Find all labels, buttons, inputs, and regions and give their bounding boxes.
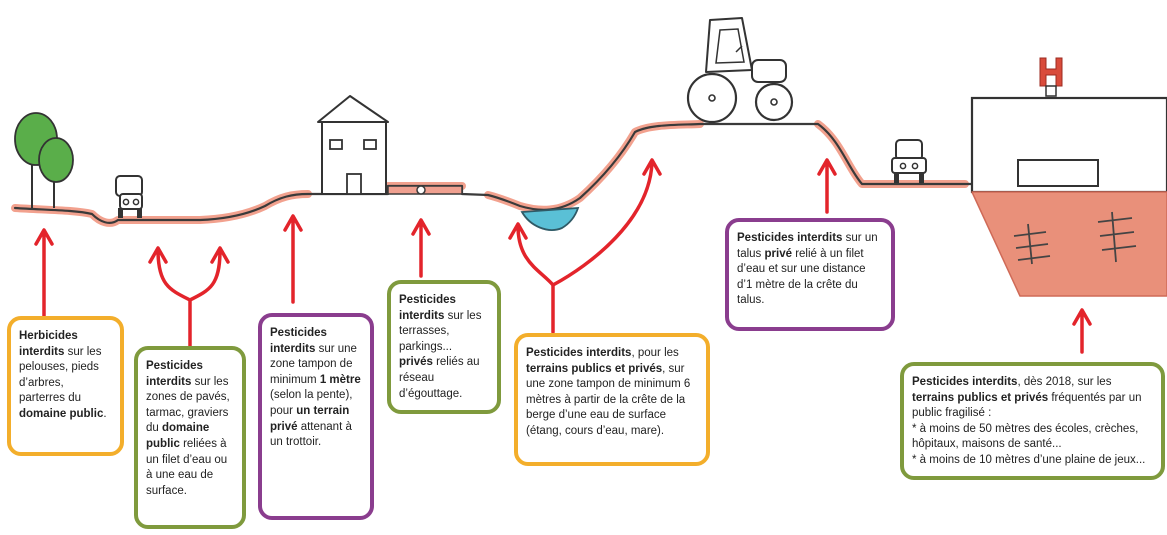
box-text: sur les terrasses, parkings... (399, 309, 482, 353)
h-sign-icon (1039, 57, 1063, 97)
pond (520, 207, 580, 231)
box-bold-text: Pesticides interdits (270, 327, 327, 355)
box-bold-text: domaine public (19, 407, 104, 420)
box-text: attenant à un trottoir. (270, 420, 352, 449)
box-text: reliés au réseau d’égouttage. (399, 356, 480, 400)
treated-ground-highlight (11, 120, 969, 227)
small-car-icon (891, 139, 927, 183)
info-box-slope: Pesticides interdits sur un talus privé … (725, 218, 895, 331)
box-bold-text: domaine public (146, 422, 210, 450)
box-text: relié à un filet d’eau et sur une distan… (737, 247, 866, 307)
box-text: sur un talus (737, 232, 878, 260)
hospital-icon (970, 96, 1167, 297)
box-bold-text: 1 mètre (319, 373, 361, 386)
small-car-icon (115, 175, 143, 218)
box-bold-text: Pesticides interdits (737, 232, 843, 244)
arrow-vulnerable (1072, 308, 1092, 354)
box-text: . (103, 407, 107, 420)
info-box-paving: Pesticides interdits sur les zones de pa… (134, 346, 246, 529)
house-icon (317, 95, 389, 195)
box-bold-text: Pesticides interdits (146, 360, 203, 388)
box-bold-text: terrains publics et privés (912, 391, 1049, 404)
tractor-icon (686, 17, 794, 124)
arrow-private-buffer (283, 214, 303, 304)
box-bold-text: terrains publics et privés (526, 362, 663, 375)
box-text: reliées à un filet d’eau ou à une eau de… (146, 437, 228, 497)
box-bold-text: un terrain privé (270, 404, 350, 433)
info-box-water-buffer: Pesticides interdits, pour les terrains … (514, 333, 710, 466)
box-text: (selon la pente), pour (270, 389, 353, 417)
box-text: sur une zone tampon de minimum (270, 342, 357, 386)
info-box-private-buffer: Pesticides interdits sur une zone tampon… (258, 313, 374, 520)
ground-line (13, 122, 1167, 224)
box-bold-text: Herbicides interdits (19, 330, 78, 358)
arrow-terraces (411, 218, 431, 278)
box-bold-text: Pesticides interdits (399, 294, 456, 322)
box-text: , sur une zone tampon de minimum 6 mètre… (526, 362, 691, 437)
box-text: , pour les (631, 347, 679, 359)
box-text: , dès 2018, sur les (1017, 376, 1112, 388)
arrow-water-buffer (508, 158, 662, 334)
box-bold-text: privé (764, 247, 793, 260)
info-box-lawns: Herbicides interdits sur les pelouses, p… (7, 316, 124, 456)
box-bold-text: privés (399, 356, 433, 369)
tree-icon (14, 112, 74, 208)
box-bold-text: Pesticides interdits (526, 347, 632, 359)
arrow-slope (817, 158, 837, 214)
info-box-terraces: Pesticides interdits sur les terrasses, … (387, 280, 501, 414)
box-text: sur les pelouses, pieds d’arbres, parter… (19, 345, 102, 405)
arrow-lawns (34, 228, 54, 320)
box-text: fréquentés par un public fragilisé : (912, 391, 1142, 420)
info-box-vulnerable: Pesticides interdits, dès 2018, sur les … (900, 362, 1165, 480)
drain-pipe-icon (387, 185, 463, 195)
box-text: sur les zones de pavés, tarmac, graviers… (146, 375, 230, 435)
box-text: * à moins de 10 mètres d’une plaine de j… (912, 453, 1146, 466)
box-text: * à moins de 50 mètres des écoles, crèch… (912, 422, 1139, 451)
box-bold-text: Pesticides interdits (912, 376, 1018, 388)
arrow-paving (148, 246, 230, 350)
